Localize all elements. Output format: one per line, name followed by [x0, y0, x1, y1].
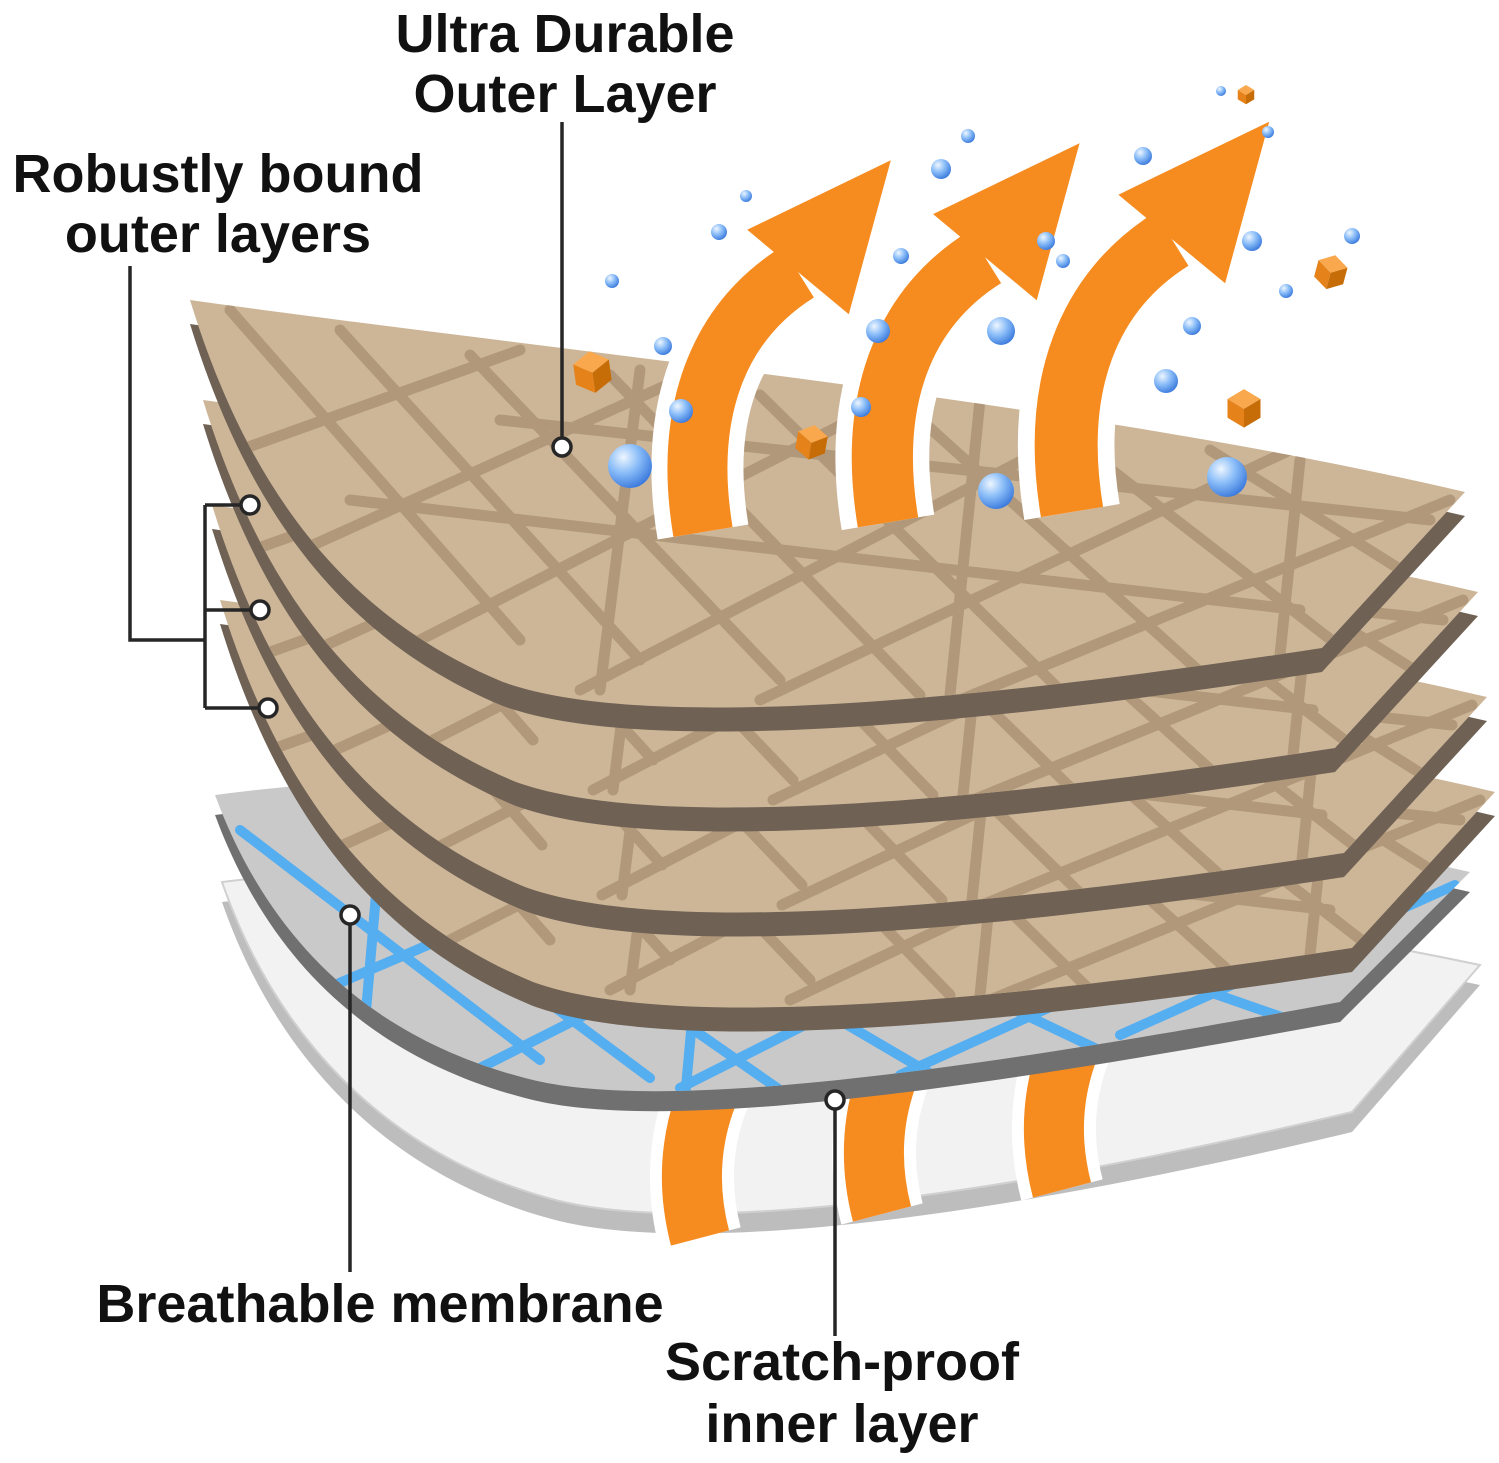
callout-bound-layers — [128, 266, 279, 719]
bound-layers-label-line2: outer layers — [65, 204, 371, 264]
callout-outer-layer — [551, 122, 573, 458]
outer-layer-label-line1: Ultra Durable — [395, 4, 734, 64]
inner-layer-label-line1: Scratch-proof — [665, 1332, 1020, 1392]
membrane-label: Breathable membrane — [96, 1274, 663, 1334]
water-droplets — [605, 86, 1360, 509]
inner-layer-label-line2: inner layer — [705, 1394, 978, 1454]
labels: Ultra Durable Outer Layer Robustly bound… — [13, 4, 1020, 1454]
callouts — [128, 122, 846, 1336]
bound-layers-label-line1: Robustly bound — [13, 144, 424, 204]
callout-membrane — [339, 904, 361, 1272]
outer-layer-label-line2: Outer Layer — [413, 64, 716, 124]
callout-inner-layer — [824, 1089, 846, 1336]
